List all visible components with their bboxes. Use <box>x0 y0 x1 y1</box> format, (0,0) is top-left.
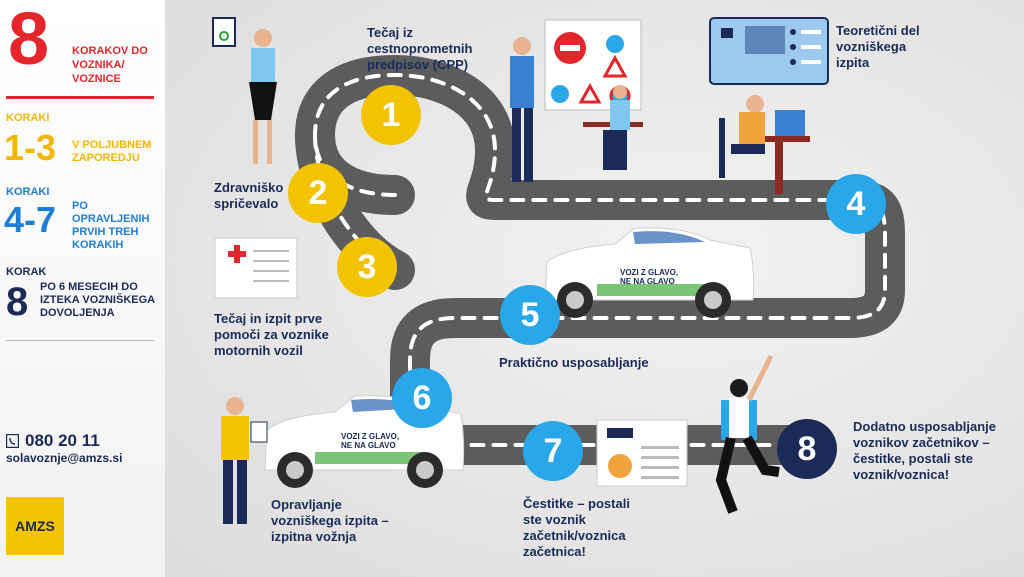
roadmap-area: VOZI Z GLAVO, NE NA GLAVO VOZI Z GLAVO, … <box>165 0 1024 577</box>
student-desk <box>583 85 643 170</box>
theory-exam-screen <box>709 17 829 85</box>
group1-desc: V POLJUBNEM ZAPOREDJU <box>72 139 152 164</box>
logo-text: AMZS <box>15 518 55 534</box>
step-8-marker: 8 <box>777 419 837 479</box>
step-1-label: Tečaj iz cestnoprometnih predpisov (CPP) <box>367 25 473 72</box>
group3-word: KORAK <box>6 266 47 278</box>
step-6-label: Opravljanje vozniškega izpita – izpitna … <box>271 497 389 544</box>
road-svg <box>212 17 905 524</box>
step-2-label: Zdravniško spričevalo <box>214 180 284 211</box>
road-centerline <box>313 73 887 447</box>
group3-range: 8 <box>6 280 29 324</box>
examiner-figure <box>221 397 268 524</box>
group2-desc: PO OPRAVLJENIH PRVIH TREH KORAKIH <box>72 200 150 251</box>
step-3-label: Tečaj in izpit prve pomoči za voznike mo… <box>214 311 329 358</box>
steps-count: 8 <box>8 0 50 80</box>
group3-desc: PO 6 MESECIH DO IZTEKA VOZNIŠKEGA DOVOLJ… <box>40 281 155 319</box>
step-6-marker: 6 <box>392 368 452 428</box>
step-3-marker: 3 <box>337 237 397 297</box>
phone-icon <box>6 434 19 448</box>
group2-word: KORAKI <box>6 186 50 198</box>
step-5-label: Praktično usposabljanje <box>499 355 649 370</box>
step-4-label: Teoretični del vozniškega izpita <box>836 23 920 70</box>
licence-card <box>596 419 688 487</box>
step-7-marker: 7 <box>523 421 583 481</box>
car1-slogan: VOZI Z GLAVO, NE NA GLAVO <box>620 268 679 286</box>
step-8-label: Dodatno usposabljanje voznikov začetniko… <box>853 419 997 482</box>
car2-slogan: VOZI Z GLAVO, NE NA GLAVO <box>341 432 400 450</box>
group1-range: 1-3 <box>4 127 57 168</box>
email-link[interactable]: solavoznje@amzs.si <box>6 451 123 465</box>
header-divider <box>6 96 154 99</box>
exam-desk-figure <box>719 95 810 194</box>
instructor-figure <box>510 37 534 182</box>
training-car <box>544 227 755 318</box>
amzs-logo: AMZS <box>6 497 64 555</box>
celebrating-figure <box>715 354 780 514</box>
group2-range: 4-7 <box>4 199 57 240</box>
phone-number: 080 20 11 <box>25 431 100 450</box>
step-2-marker: 2 <box>288 163 348 223</box>
step-4-marker: 4 <box>826 174 886 234</box>
doctor-figure <box>212 17 277 164</box>
first-aid-card <box>214 237 298 299</box>
step-7-label: Čestitke – postali ste voznik začetnik/v… <box>523 496 630 559</box>
group1-word: KORAKI <box>6 112 50 124</box>
contact-divider <box>6 340 154 341</box>
step-5-marker: 5 <box>500 285 560 345</box>
steps-count-label: KORAKOV DO VOZNIKA/ VOZNICE <box>72 45 148 85</box>
sidebar: 8 KORAKOV DO VOZNIKA/ VOZNICE KORAKI 1-3… <box>0 0 165 577</box>
traffic-sign-board <box>544 19 642 111</box>
phone-row[interactable]: 080 20 11 <box>6 431 100 451</box>
step-1-marker: 1 <box>361 85 421 145</box>
